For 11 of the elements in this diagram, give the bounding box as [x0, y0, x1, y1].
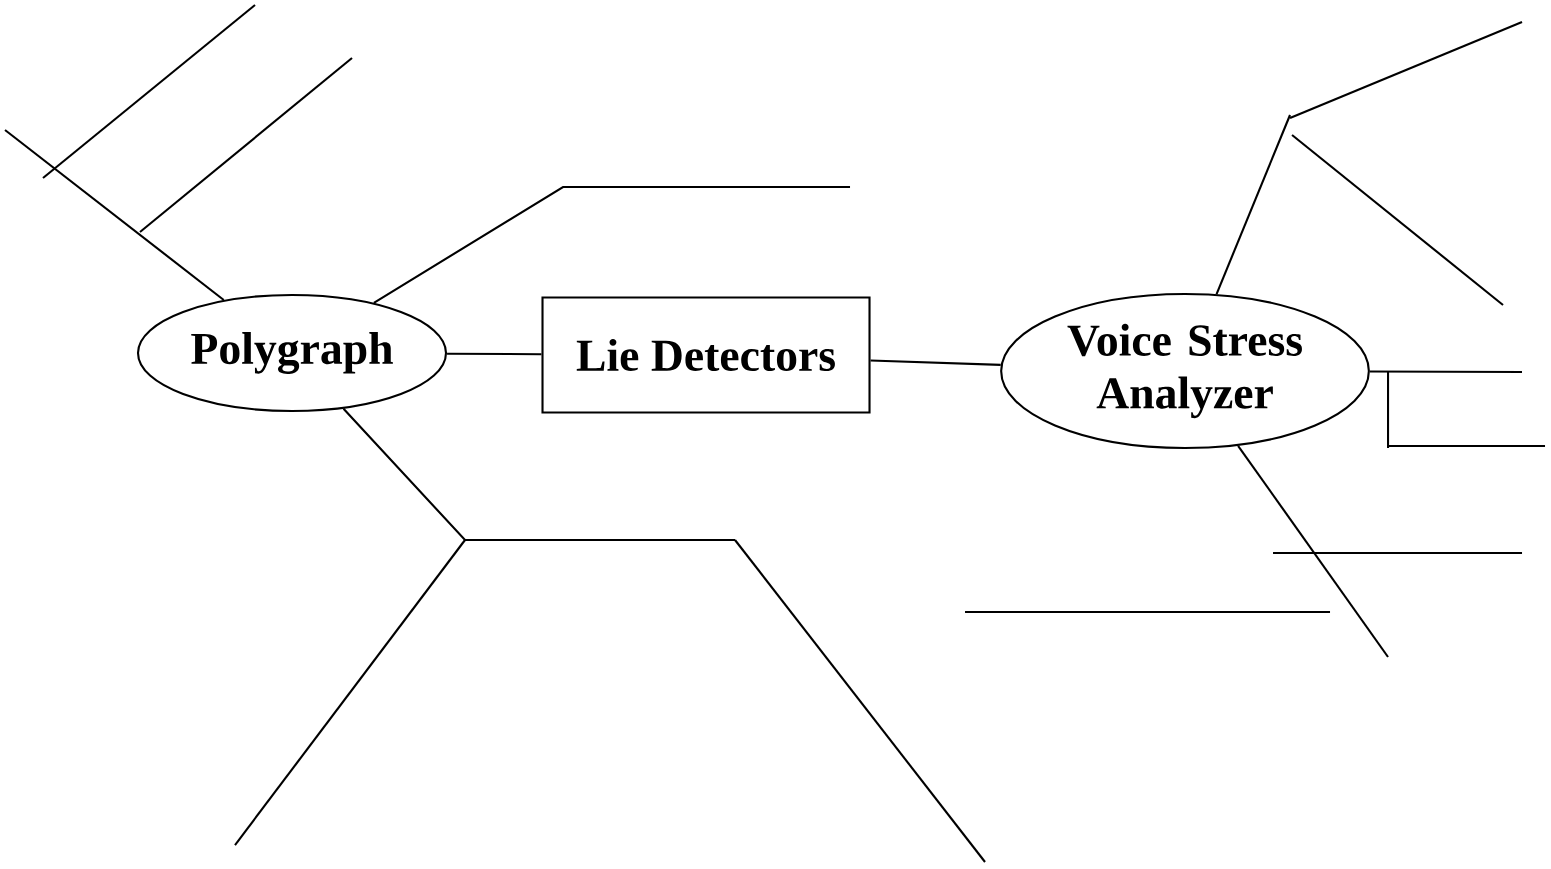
branch-line — [342, 408, 735, 542]
ellipse-node: Polygraph — [136, 293, 448, 413]
branch-line — [1215, 114, 1291, 295]
branch-line — [373, 185, 850, 304]
title-box: Lie Detectors — [541, 296, 871, 414]
connector-line — [447, 352, 542, 356]
branch-line — [1237, 445, 1389, 658]
ellipse-node: Voice Stress Analyzer — [1000, 292, 1370, 450]
branch-line — [4, 129, 225, 301]
connector-line — [870, 359, 1001, 366]
branch-line — [1369, 370, 1523, 374]
